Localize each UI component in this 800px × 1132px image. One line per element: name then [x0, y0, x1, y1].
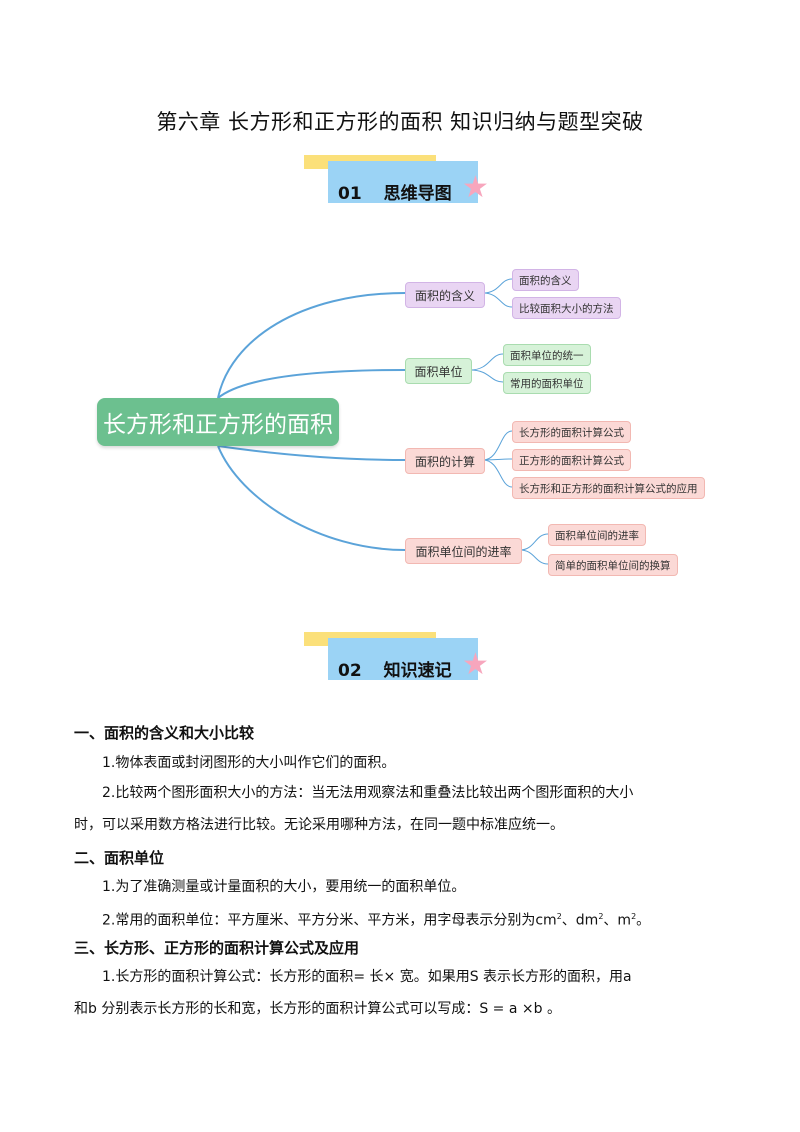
unit: m	[617, 912, 632, 929]
superscript: 2	[556, 912, 562, 921]
section-number: 02	[338, 661, 362, 681]
mindmap-branch: 面积单位间的进率	[405, 538, 522, 564]
decor-bar	[328, 161, 478, 203]
section-heading: 一、面积的含义和大小比较	[74, 724, 255, 742]
paragraph: 2.比较两个图形面积大小的方法：当无法用观察法和重叠法比较出两个图形面积的大小	[102, 785, 634, 801]
section-heading: 二、面积单位	[74, 849, 165, 867]
mindmap-leaf: 长方形和正方形的面积计算公式的应用	[512, 477, 705, 499]
mindmap-leaf: 常用的面积单位	[503, 372, 591, 394]
mindmap-connectors	[217, 278, 549, 565]
mindmap-leaf: 面积的含义	[512, 269, 579, 291]
paragraph: 2.常用的面积单位：平方厘米、平方分米、平方米，用字母表示分别为cm2、dm2、…	[74, 902, 734, 936]
page-title: 第六章 长方形和正方形的面积 知识归纳与题型突破	[156, 110, 644, 134]
separator: 、	[603, 912, 618, 929]
text: 。	[636, 912, 651, 929]
paragraph: 1.为了准确测量或计量面积的大小，要用统一的面积单位。	[102, 879, 466, 895]
mindmap-branch: 面积的计算	[405, 448, 485, 474]
section-label: 01 思维导图	[338, 179, 452, 204]
section-label: 02 知识速记	[338, 656, 452, 681]
paragraph: 1.长方形的面积计算公式：长方形的面积= 长× 宽。如果用S 表示长方形的面积，…	[102, 969, 632, 985]
section-heading: 三、长方形、正方形的面积计算公式及应用	[74, 939, 360, 957]
section-number: 01	[338, 184, 362, 204]
paragraph: 1.物体表面或封闭图形的大小叫作它们的面积。	[102, 755, 396, 771]
unit: dm	[575, 912, 599, 929]
mindmap-leaf: 长方形的面积计算公式	[512, 421, 631, 443]
mindmap-leaf: 简单的面积单位间的换算	[548, 554, 678, 576]
mindmap-leaf: 面积单位间的进率	[548, 524, 646, 546]
star-icon: ★	[462, 170, 489, 205]
paragraph: 和b 分别表示长方形的长和宽，长方形的面积计算公式可以写成：S = a ×b 。	[74, 1001, 561, 1017]
unit: cm	[535, 912, 557, 929]
mindmap-branch: 面积单位	[405, 358, 472, 384]
section-header-mindmap: 01 思维导图 ★	[300, 155, 500, 215]
text: 2.常用的面积单位：平方厘米、平方分米、平方米，用字母表示分别为	[102, 912, 536, 929]
superscript: 2	[631, 912, 637, 921]
separator: 、	[561, 912, 576, 929]
mindmap-leaf: 面积单位的统一	[503, 344, 591, 366]
superscript: 2	[598, 912, 604, 921]
section-header-notes: 02 知识速记 ★	[300, 632, 500, 692]
star-icon: ★	[462, 647, 489, 682]
mindmap-branch: 面积的含义	[405, 282, 485, 308]
mindmap-root: 长方形和正方形的面积	[97, 398, 339, 446]
mindmap-leaf: 比较面积大小的方法	[512, 297, 621, 319]
mindmap: 长方形和正方形的面积 面积的含义 面积的含义 比较面积大小的方法 面积单位 面积…	[0, 230, 800, 600]
section-title: 思维导图	[383, 184, 452, 204]
mindmap-leaf: 正方形的面积计算公式	[512, 449, 631, 471]
paragraph: 时，可以采用数方格法进行比较。无论采用哪种方法，在同一题中标准应统一。	[74, 817, 564, 833]
decor-bar	[328, 638, 478, 680]
section-title: 知识速记	[383, 661, 452, 681]
